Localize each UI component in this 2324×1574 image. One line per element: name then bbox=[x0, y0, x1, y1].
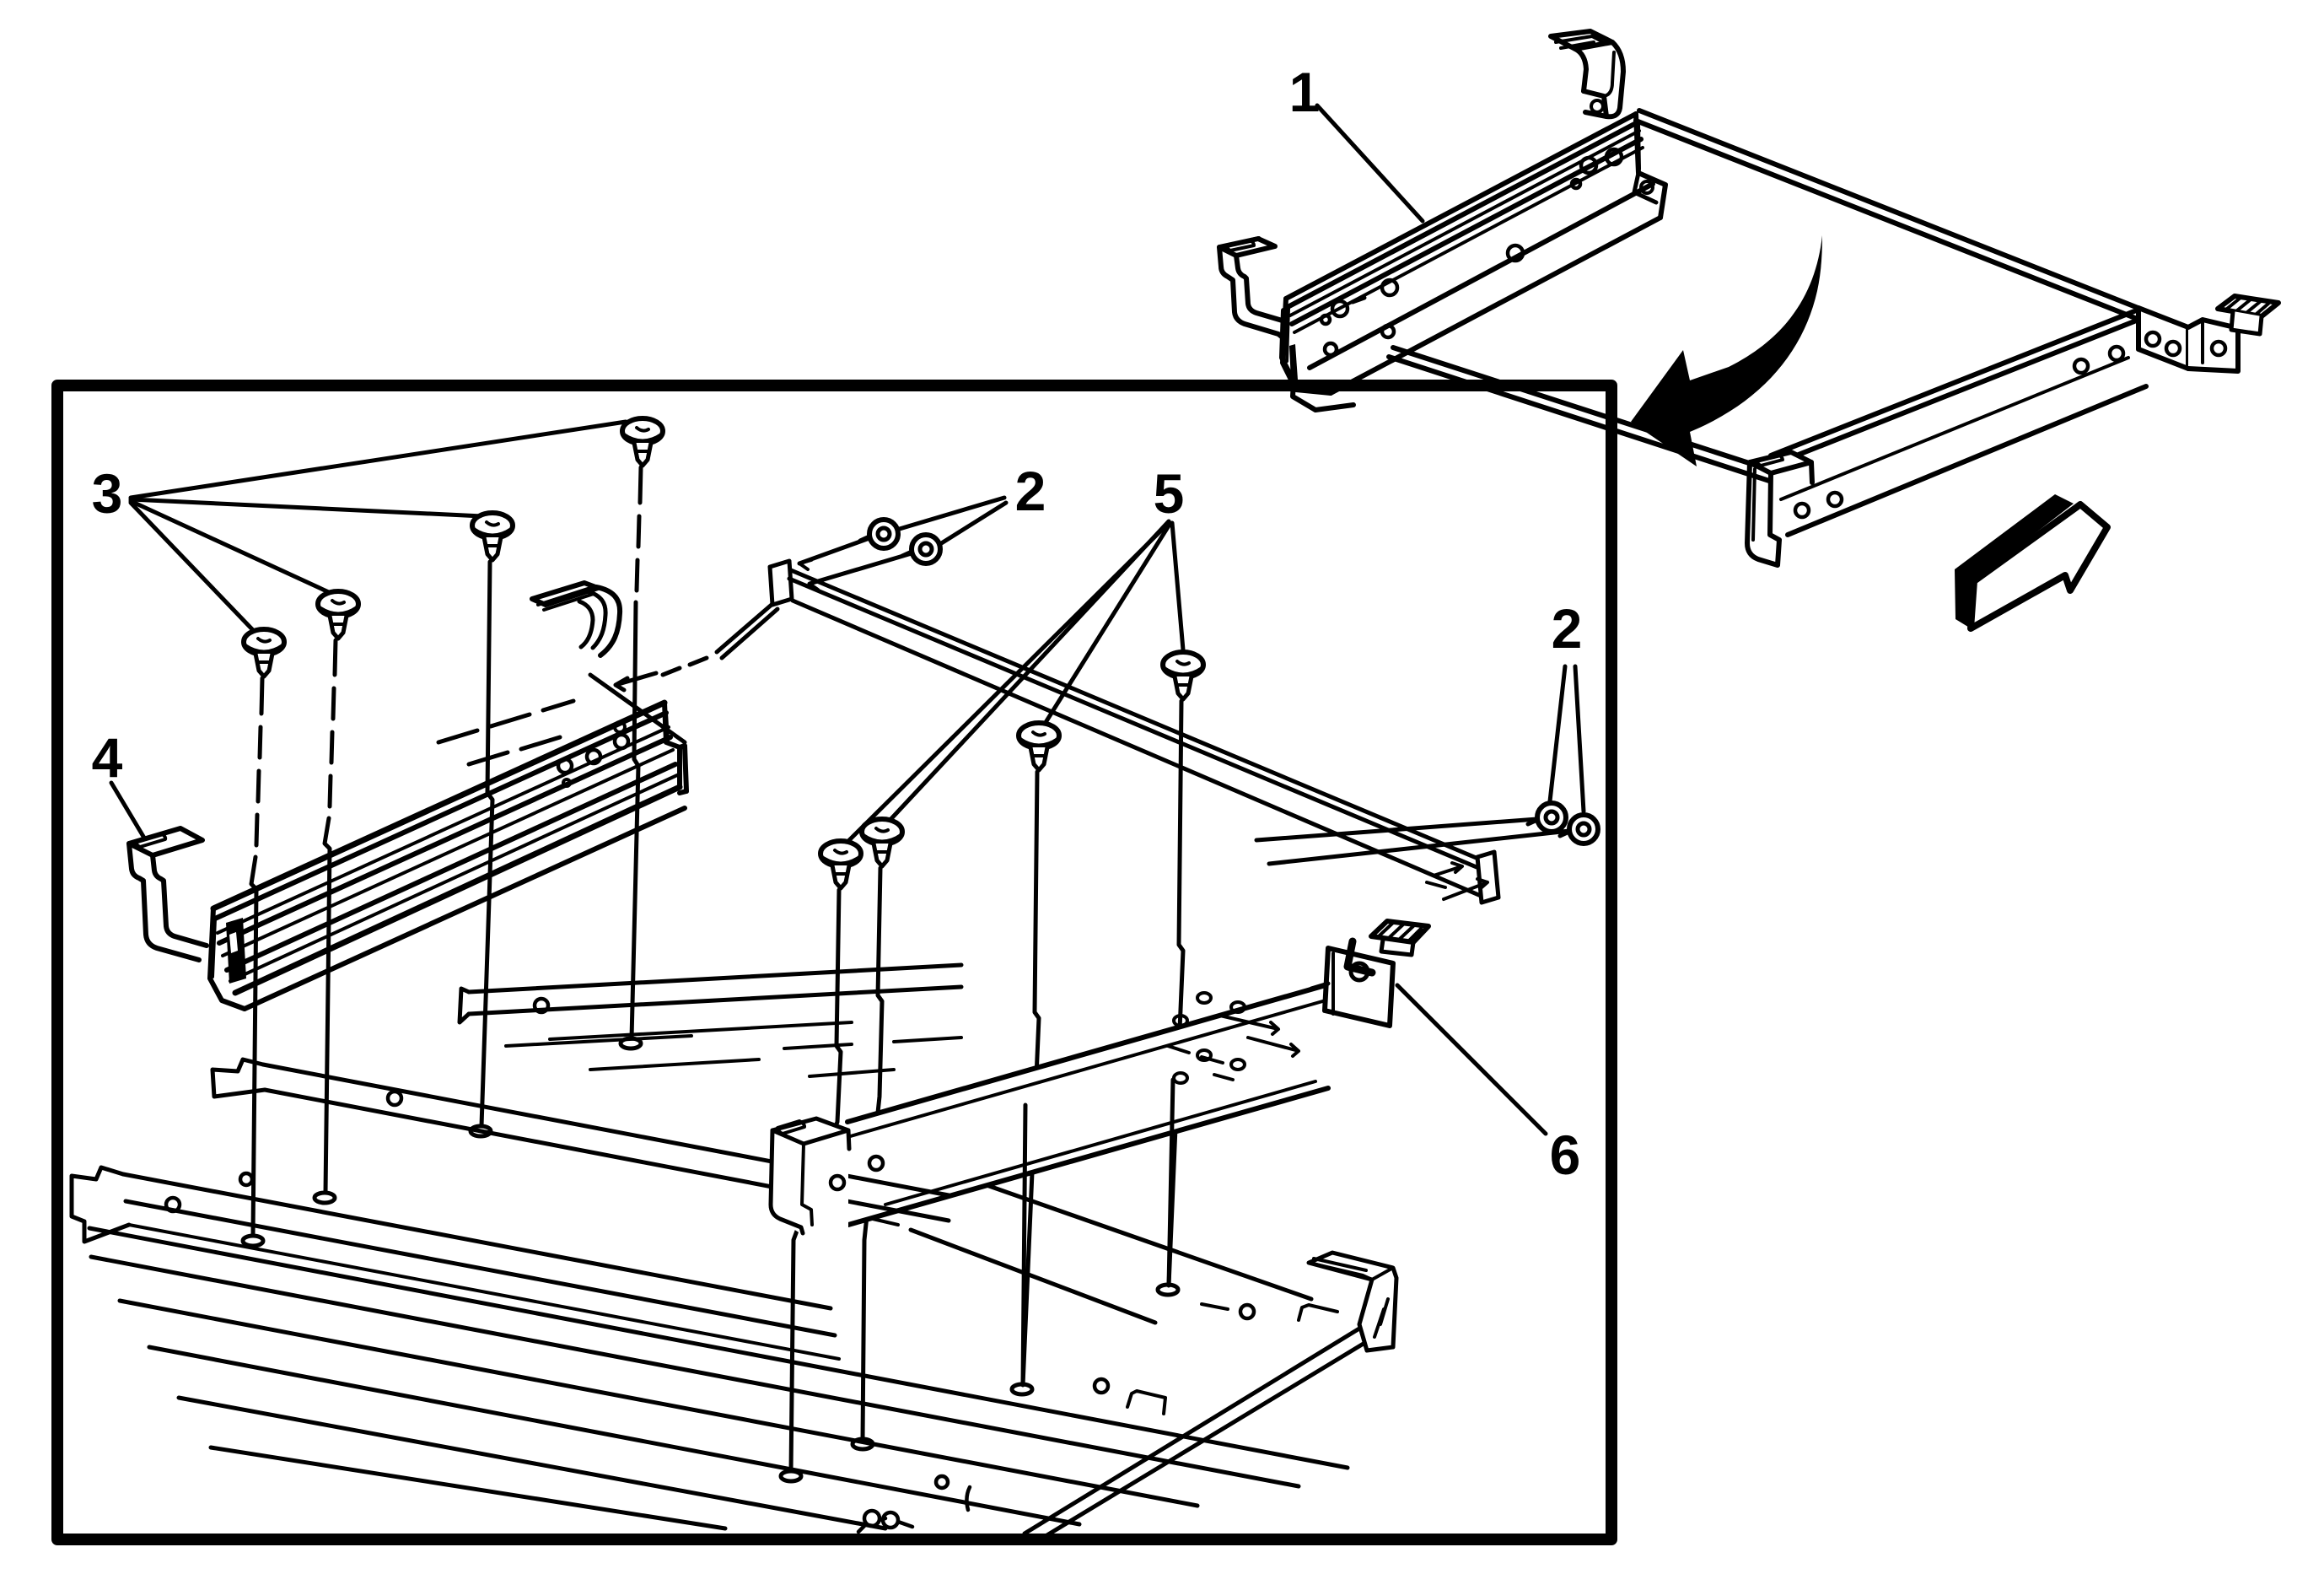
svg-text:4: 4 bbox=[92, 726, 123, 789]
svg-text:1: 1 bbox=[1289, 61, 1321, 123]
svg-text:2: 2 bbox=[1015, 460, 1046, 522]
svg-text:3: 3 bbox=[92, 462, 123, 525]
svg-text:2: 2 bbox=[1552, 597, 1583, 660]
svg-text:5: 5 bbox=[1154, 462, 1185, 525]
svg-text:6: 6 bbox=[1550, 1124, 1581, 1186]
